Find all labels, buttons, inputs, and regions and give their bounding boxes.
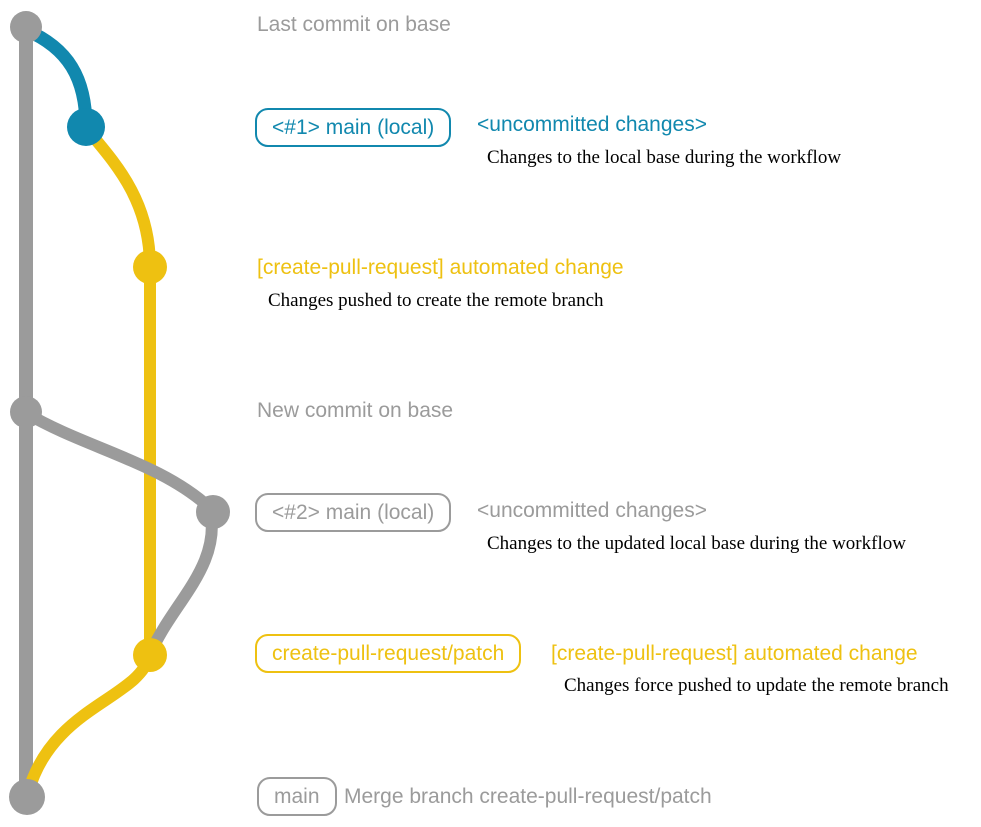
- branch-badge-local-main-1-label: <#1> main (local): [255, 108, 452, 147]
- branch-badge-local-main-2-label: <#2> main (local): [255, 493, 452, 532]
- commit-label-new-on-base: New commit on base: [257, 399, 454, 422]
- commit-label-uncommitted-changes-1: <uncommitted changes>: [477, 113, 707, 136]
- branch-badge-main: main: [257, 777, 337, 816]
- commit-node-last-on-base: [10, 11, 42, 43]
- updated-local-main-branch-line: [22, 407, 218, 653]
- commit-label-uncommitted-changes-2: <uncommitted changes>: [477, 499, 707, 522]
- commit-label-automated-change-2: [create-pull-request] automated change: [551, 642, 918, 665]
- commit-node-merge: [9, 779, 45, 815]
- commit-note-force-pushed: Changes force pushed to update the remot…: [564, 675, 949, 696]
- branch-badge-create-pull-request-patch: create-pull-request/patch: [255, 634, 522, 673]
- commit-node-local-main-2: [196, 495, 230, 529]
- commit-node-automated-change-1: [133, 250, 167, 284]
- branch-badge-local-main-1: <#1> main (local): [255, 108, 452, 147]
- commit-node-local-main-1: [67, 108, 105, 146]
- branch-badge-main-label: main: [257, 777, 337, 816]
- branch-badge-create-pull-request-patch-label: create-pull-request/patch: [255, 634, 522, 673]
- commit-note-local-base: Changes to the local base during the wor…: [487, 147, 842, 168]
- branch-badge-local-main-2: <#2> main (local): [255, 493, 452, 532]
- commit-note-updated-local-base: Changes to the updated local base during…: [487, 533, 906, 554]
- commit-note-pushed-create: Changes pushed to create the remote bran…: [268, 290, 604, 311]
- commit-label-merge: Merge branch create-pull-request/patch: [344, 785, 712, 808]
- commit-node-automated-change-2: [133, 638, 167, 672]
- commit-label-last-on-base: Last commit on base: [257, 13, 451, 36]
- commit-label-automated-change-1: [create-pull-request] automated change: [257, 256, 624, 279]
- git-graph: [9, 11, 230, 815]
- commit-node-new-on-base: [10, 396, 42, 428]
